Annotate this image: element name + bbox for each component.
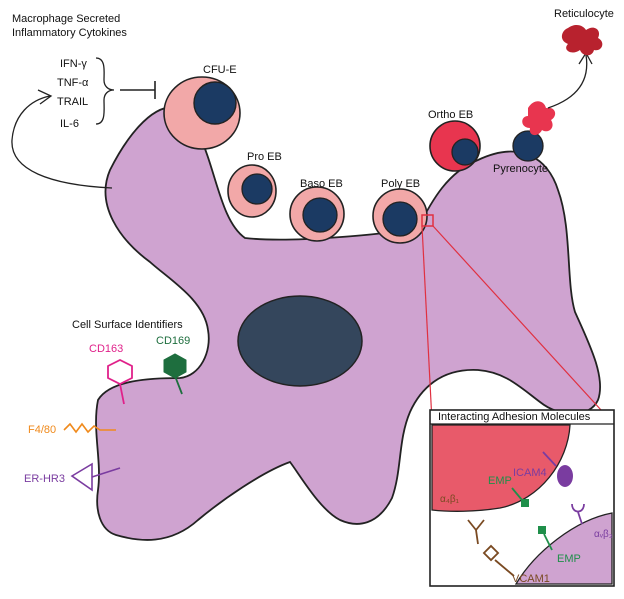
orthoeb-cell bbox=[429, 120, 481, 172]
proeb-label: Pro EB bbox=[247, 151, 282, 163]
cd163-receptor bbox=[107, 358, 133, 405]
cd163-label: CD163 bbox=[89, 343, 123, 355]
basoeb-label: Baso EB bbox=[300, 178, 343, 190]
inset-macrophage-region bbox=[514, 512, 613, 585]
icam4-label: ICAM4 bbox=[513, 467, 547, 479]
inset-erythroblast-region bbox=[431, 424, 571, 512]
zoom-leader-right bbox=[432, 225, 613, 423]
pyrenocyte-label: Pyrenocyte bbox=[493, 163, 548, 175]
pyrenocyte-nucleus bbox=[512, 130, 544, 162]
cytokine-tnf: TNF-α bbox=[57, 77, 89, 89]
zoom-highlight-box bbox=[421, 214, 434, 227]
erhr3-receptor bbox=[70, 462, 121, 492]
vcam1-molecule bbox=[482, 544, 515, 577]
a4b1-molecule bbox=[467, 519, 485, 545]
feedback-arrowhead bbox=[37, 89, 53, 105]
orthoeb-label: Ortho EB bbox=[428, 109, 473, 121]
f480-label: F4/80 bbox=[28, 424, 56, 436]
basoeb-nucleus bbox=[302, 197, 338, 233]
reticulocyte-arrow bbox=[547, 54, 588, 109]
extruding-reticulocyte-shape bbox=[522, 101, 556, 136]
cytokine-trail: TRAIL bbox=[57, 96, 88, 108]
erhr3-label: ER-HR3 bbox=[24, 473, 65, 485]
proeb-nucleus bbox=[241, 173, 273, 205]
polyeb-cell bbox=[372, 188, 428, 244]
cd169-label: CD169 bbox=[156, 335, 190, 347]
cytokine-ifn: IFN-γ bbox=[60, 58, 87, 70]
surface-title: Cell Surface Identifiers bbox=[72, 319, 183, 331]
polyeb-nucleus bbox=[382, 201, 418, 237]
cfue-nucleus bbox=[193, 81, 237, 125]
cytokine-il6: IL-6 bbox=[60, 118, 79, 130]
adhesion-inset bbox=[429, 409, 615, 587]
zoom-leader-left bbox=[421, 225, 433, 423]
vcam1-label: VCAM1 bbox=[512, 573, 550, 585]
cd169-receptor bbox=[163, 353, 187, 395]
inset-title: Interacting Adhesion Molecules bbox=[438, 411, 591, 423]
polyeb-label: Poly EB bbox=[381, 178, 420, 190]
macrophage-nucleus bbox=[237, 295, 363, 387]
proeb-cell bbox=[227, 164, 277, 218]
reticulocyte-label: Reticulocyte bbox=[554, 8, 614, 20]
cytokine-brace bbox=[95, 57, 115, 125]
cfue-label: CFU-E bbox=[203, 64, 237, 76]
feedback-arrow bbox=[11, 95, 113, 189]
a4b1-label: α₄β₁ bbox=[440, 494, 460, 505]
cfue-cell bbox=[163, 76, 241, 150]
avb3-label: αᵥβ₃ bbox=[594, 529, 613, 540]
emp-top-label: EMP bbox=[488, 475, 512, 487]
cytokines-title-line1: Macrophage Secreted bbox=[12, 13, 120, 25]
emp-bottom-molecule bbox=[538, 526, 553, 551]
emp-bottom-label: EMP bbox=[557, 553, 581, 565]
avb3-molecule bbox=[571, 503, 585, 525]
emp-top-molecule bbox=[511, 487, 529, 507]
icam4-molecule bbox=[542, 451, 573, 487]
reticulocyte-shape bbox=[561, 24, 603, 56]
basoeb-cell bbox=[289, 186, 345, 242]
cytokines-title-line2: Inflammatory Cytokines bbox=[12, 27, 127, 39]
orthoeb-nucleus bbox=[451, 138, 479, 166]
f480-receptor bbox=[63, 422, 116, 434]
